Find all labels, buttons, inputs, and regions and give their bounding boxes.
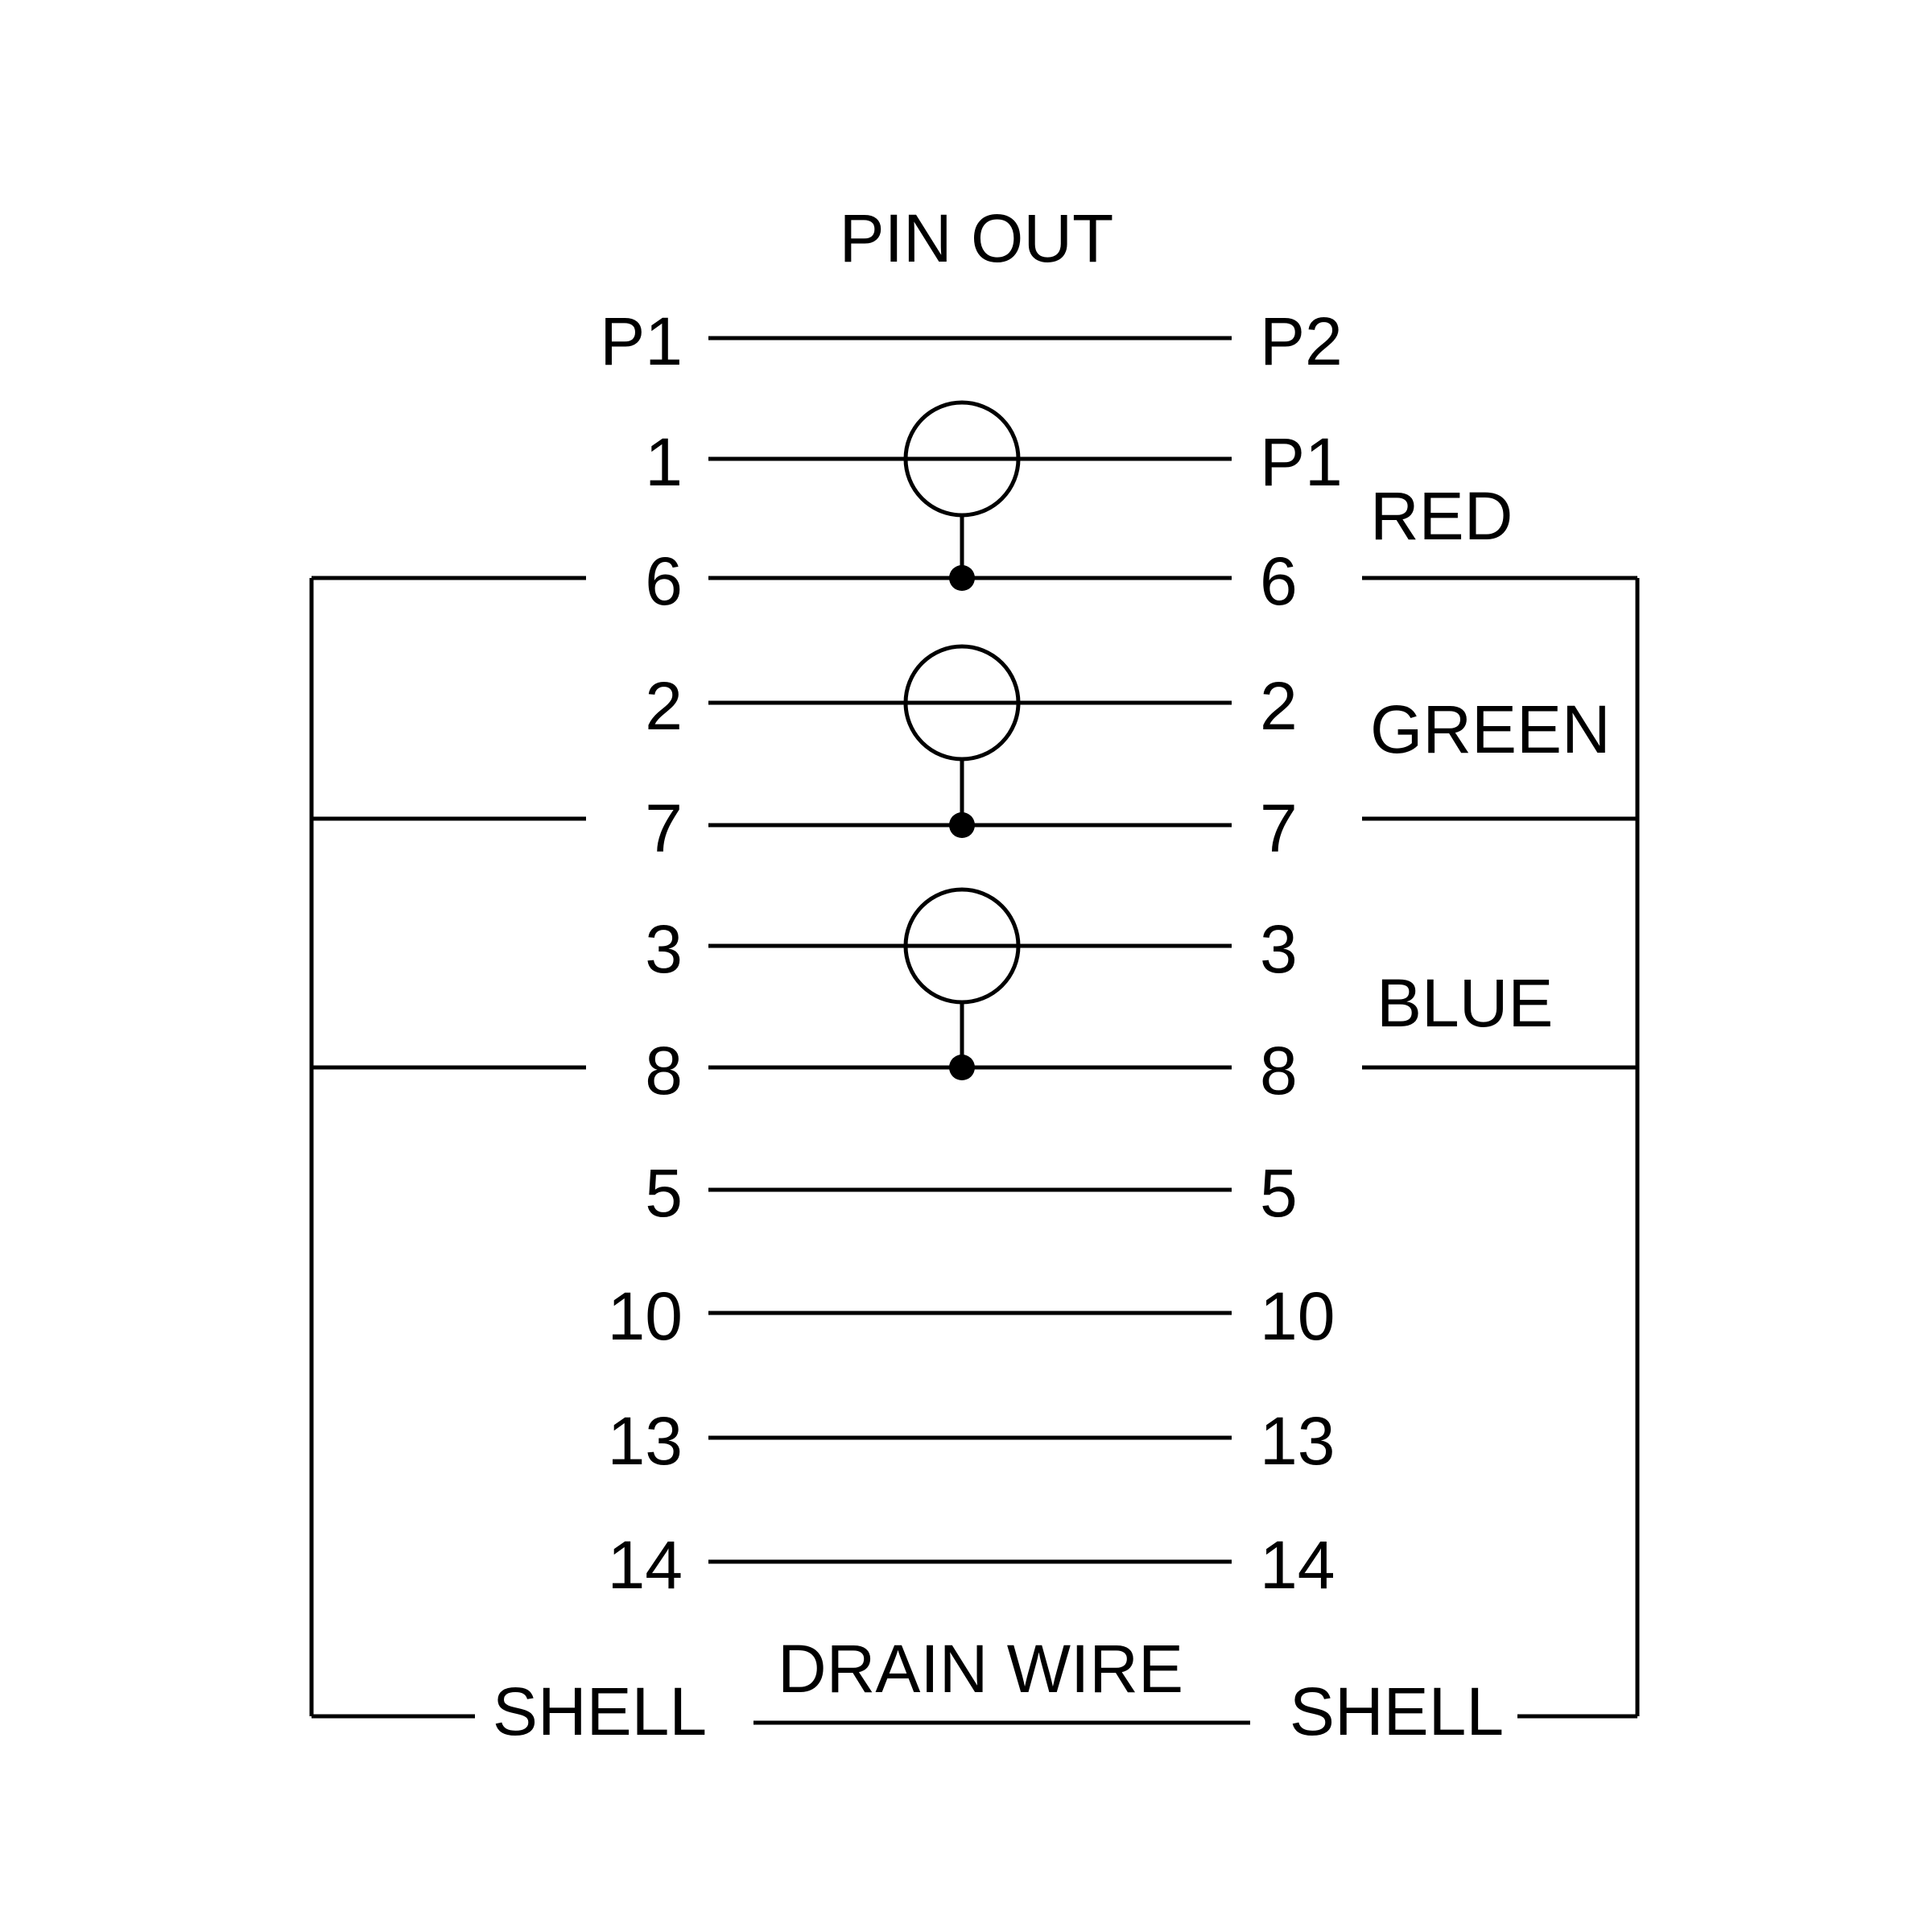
header-left-connector: P1: [600, 303, 683, 379]
header-right-connector: P2: [1260, 303, 1343, 379]
pin-label-left: 3: [645, 911, 683, 987]
pair-color-label: RED: [1370, 478, 1513, 554]
pin-label-left: 8: [645, 1033, 683, 1108]
pin-label-left: 2: [645, 668, 683, 744]
drain-wire-label: DRAIN WIRE: [778, 1631, 1183, 1707]
pin-label-right: 7: [1260, 791, 1298, 866]
junction-dot: [949, 1055, 975, 1080]
pin-label-right: 6: [1260, 543, 1298, 619]
pin-label-right: 14: [1260, 1527, 1335, 1603]
pin-label-left: 14: [608, 1527, 683, 1603]
pair-color-label: BLUE: [1377, 965, 1553, 1041]
pin-label-left: 6: [645, 543, 683, 619]
pin-label-right: P1: [1260, 424, 1343, 500]
pin-label-right: 10: [1260, 1278, 1335, 1354]
pin-label-right: 5: [1260, 1155, 1298, 1231]
pin-label-right: 2: [1260, 668, 1298, 744]
shell-frame: [309, 576, 1640, 1719]
pin-label-left: 10: [608, 1278, 683, 1354]
left-shell-label: SHELL: [493, 1674, 707, 1749]
diagram-title: PIN OUT: [840, 200, 1114, 276]
right-shell-label: SHELL: [1290, 1674, 1504, 1749]
junction-dot: [949, 812, 975, 838]
pair-color-label: GREEN: [1370, 691, 1611, 767]
junction-dot: [949, 565, 975, 591]
pin-label-right: 3: [1260, 911, 1298, 987]
pin-rows: 1 P1 6 6 2 2 7 7 3 3 8 8 5 5 10 10 13 13 14 14: [608, 424, 1343, 1603]
pin-label-left: 1: [645, 424, 683, 500]
pair-shields: RED GREEN BLUE: [903, 400, 1611, 1080]
pin-label-left: 13: [608, 1403, 683, 1479]
pin-label-right: 8: [1260, 1033, 1298, 1108]
pin-label-right: 13: [1260, 1403, 1335, 1479]
pin-label-left: 7: [645, 791, 683, 866]
pin-label-left: 5: [645, 1155, 683, 1231]
